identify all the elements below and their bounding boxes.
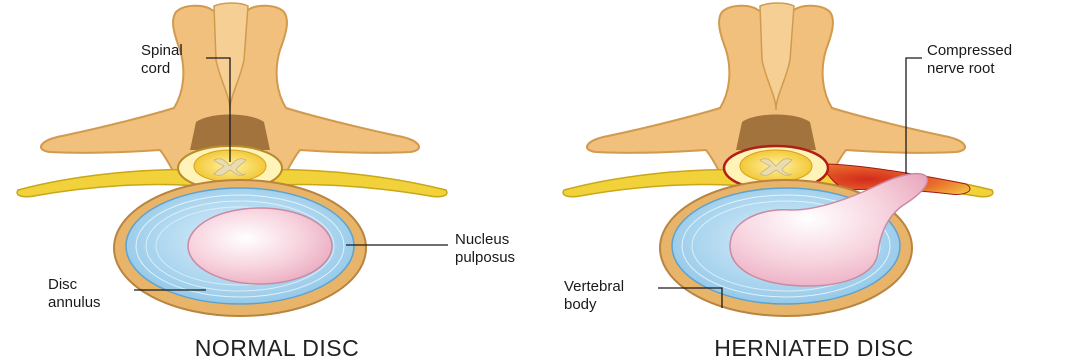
nucleus-label: Nucleus pulposus	[455, 231, 515, 266]
annulus-label: Disc annulus	[48, 276, 101, 311]
nerve-root-leader	[906, 58, 922, 174]
annulus-label-line2: annulus	[48, 294, 101, 311]
nerve-root-label-line2: nerve root	[927, 60, 995, 77]
nucleus-label-line2: pulposus	[455, 249, 515, 266]
vertebral-body-label: Vertebral body	[564, 278, 628, 313]
nucleus-label-line1: Nucleus	[455, 231, 509, 248]
annulus-label-line1: Disc	[48, 276, 78, 293]
normal-disc-caption: NORMAL DISC	[195, 335, 359, 361]
spinal-cord-label-line2: cord	[141, 60, 170, 77]
herniated-disc-illustration: Compressed nerve root Vertebral body HER…	[563, 3, 1016, 361]
vertebral-body-label-line1: Vertebral	[564, 278, 624, 295]
nucleus-pulposus	[188, 208, 332, 284]
nerve-root-label-line1: Compressed	[927, 42, 1012, 59]
nerve-root-label: Compressed nerve root	[927, 42, 1016, 77]
vertebral-body-label-line2: body	[564, 296, 597, 313]
herniated-disc-caption: HERNIATED DISC	[714, 335, 914, 361]
spinal-cord-label: Spinal cord	[141, 42, 187, 77]
normal-disc-illustration: Spinal cord Nucleus pulposus Disc annulu…	[17, 3, 515, 361]
spinal-cord-label-line1: Spinal	[141, 42, 183, 59]
